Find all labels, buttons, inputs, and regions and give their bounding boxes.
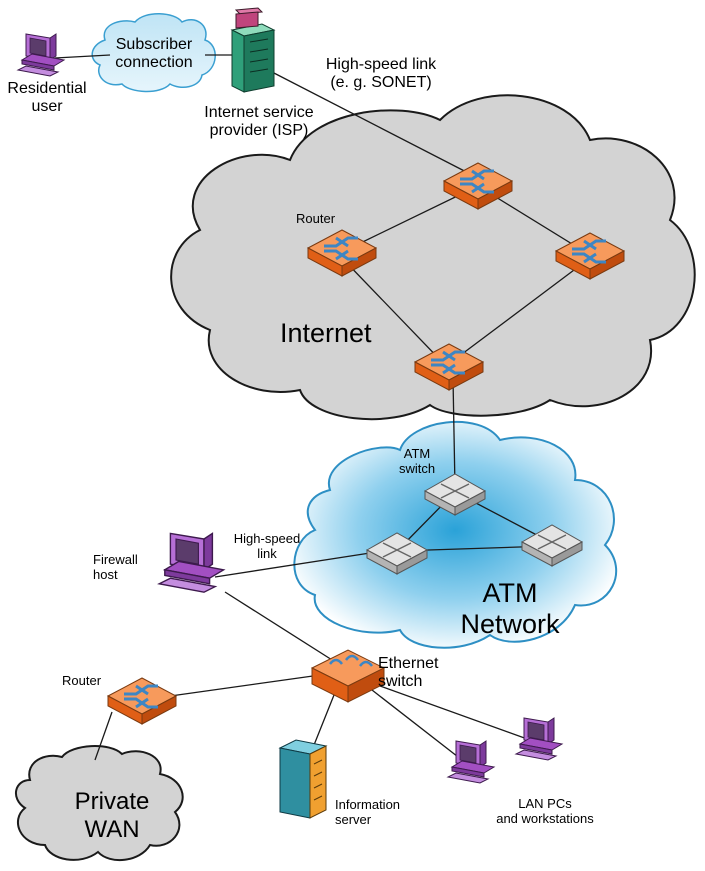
- subscriber-cloud: [91, 13, 216, 93]
- ethernet-switch-icon: [310, 649, 386, 703]
- private-wan-cloud: [15, 745, 184, 862]
- high-speed-link-top-label: High-speed link (e. g. SONET): [306, 56, 456, 93]
- isp-line2: provider (ISP): [209, 122, 309, 140]
- subscriber-line2: connection: [115, 54, 193, 72]
- lan-line1: LAN PCs: [518, 796, 572, 811]
- isp-server-icon: [230, 7, 276, 93]
- information-server-icon: [278, 739, 328, 819]
- lan-pcs-label: LAN PCs and workstations: [470, 796, 620, 827]
- private-wan-label: Private WAN: [52, 788, 172, 843]
- firewall-line1: Firewall: [93, 552, 138, 567]
- ethernet-line2: switch: [378, 673, 423, 691]
- atm-switch-line1: ATM: [403, 446, 431, 461]
- hs-link-mid-line2: link: [257, 545, 277, 561]
- residential-line1: Residential: [7, 80, 87, 97]
- lan-line2: and workstations: [496, 810, 594, 826]
- hs-link-mid-line1: High-speed: [233, 531, 301, 546]
- residential-user-label: Residential user: [0, 80, 94, 117]
- isp-line1: Internet service: [204, 104, 314, 121]
- info-server-line2: server: [335, 811, 372, 827]
- private-wan-line1: Private: [74, 788, 150, 815]
- hs-link-top-line2: (e. g. SONET): [330, 74, 432, 92]
- info-server-line1: Information: [335, 797, 401, 812]
- atm-switch-line2: switch: [398, 460, 436, 476]
- high-speed-link-mid-label: High-speed link: [222, 531, 312, 562]
- subscriber-connection-label: Subscriber connection: [104, 36, 204, 73]
- hs-link-top-line1: High-speed link: [325, 56, 437, 73]
- firewall-computer-icon: [158, 532, 225, 593]
- lan-pc-icon: [515, 717, 563, 761]
- atm-network-line2: Network: [460, 609, 560, 640]
- subscriber-line1: Subscriber: [115, 36, 193, 53]
- ethernet-switch-label: Ethernet switch: [378, 655, 438, 692]
- residential-computer-icon: [17, 33, 65, 77]
- residential-line2: user: [31, 98, 63, 116]
- atm-cloud: [293, 420, 618, 649]
- atm-switch-label: ATM switch: [392, 446, 442, 477]
- ethernet-line1: Ethernet: [378, 655, 439, 672]
- isp-label: Internet service provider (ISP): [184, 104, 334, 141]
- private-wan-line2: WAN: [84, 815, 140, 843]
- atm-network-line1: ATM: [482, 578, 538, 608]
- router-icon: [106, 676, 178, 726]
- information-server-label: Information server: [335, 797, 401, 828]
- internet-cloud: [170, 94, 696, 421]
- firewall-line2: host: [93, 566, 118, 582]
- firewall-host-label: Firewall host: [93, 552, 138, 583]
- internet-label: Internet: [280, 318, 372, 348]
- atm-network-label: ATM Network: [440, 578, 580, 640]
- router-wan-label: Router: [62, 673, 102, 688]
- lan-pc-icon: [447, 740, 495, 784]
- router-internet-label: Router: [296, 211, 336, 226]
